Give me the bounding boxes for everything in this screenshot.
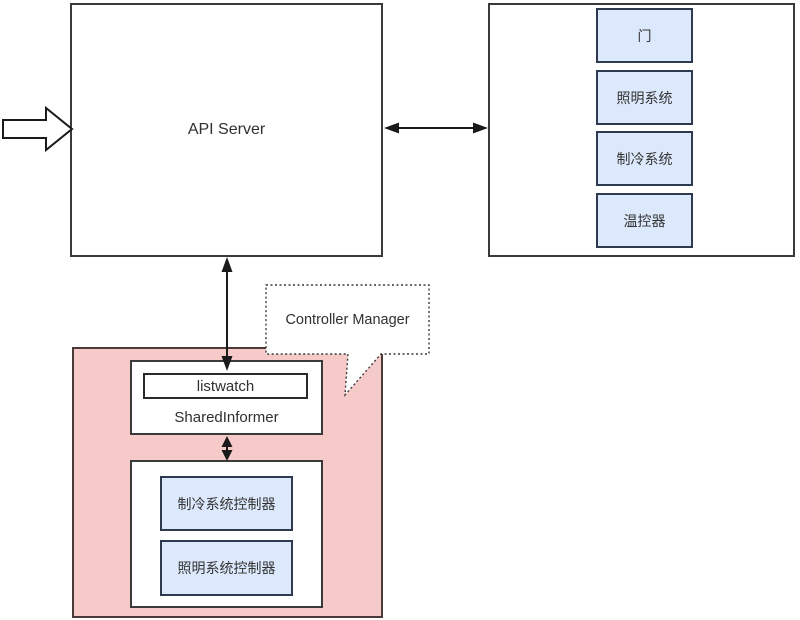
bidirectional-horizontal-arrow-icon [384, 122, 488, 134]
controllers-box: 制冷系统控制器 照明系统控制器 [130, 460, 323, 608]
device-item-label: 照明系统 [616, 89, 673, 106]
shared-informer-label: SharedInformer [174, 408, 279, 426]
api-server-box: API Server [70, 3, 383, 257]
device-item-label: 温控器 [623, 212, 666, 229]
listwatch-box: listwatch [143, 373, 308, 399]
device-item-lighting-system: 照明系统 [596, 70, 693, 125]
device-item-label: 门 [637, 27, 652, 44]
api-server-label: API Server [187, 121, 266, 138]
bidirectional-vertical-arrow-icon [221, 257, 233, 371]
device-item-thermostat: 温控器 [596, 193, 693, 248]
listwatch-label: listwatch [196, 377, 255, 395]
controller-item-cooling: 制冷系统控制器 [160, 476, 293, 531]
callout-label: Controller Manager [285, 311, 410, 328]
controller-item-label: 制冷系统控制器 [177, 495, 276, 512]
bidirectional-vertical-arrow-small-icon [221, 436, 233, 461]
shared-informer-box: listwatch SharedInformer [130, 360, 323, 435]
controller-item-label: 照明系统控制器 [177, 560, 276, 576]
controller-item-lighting: 照明系统控制器 [160, 540, 293, 596]
device-item-door: 门 [596, 8, 693, 63]
devices-box: 门 照明系统 制冷系统 温控器 [488, 3, 795, 257]
device-item-label: 制冷系统 [616, 150, 673, 167]
left-input-arrow-icon [2, 105, 74, 153]
speech-bubble-icon [265, 284, 430, 398]
device-item-cooling-system: 制冷系统 [596, 131, 693, 186]
